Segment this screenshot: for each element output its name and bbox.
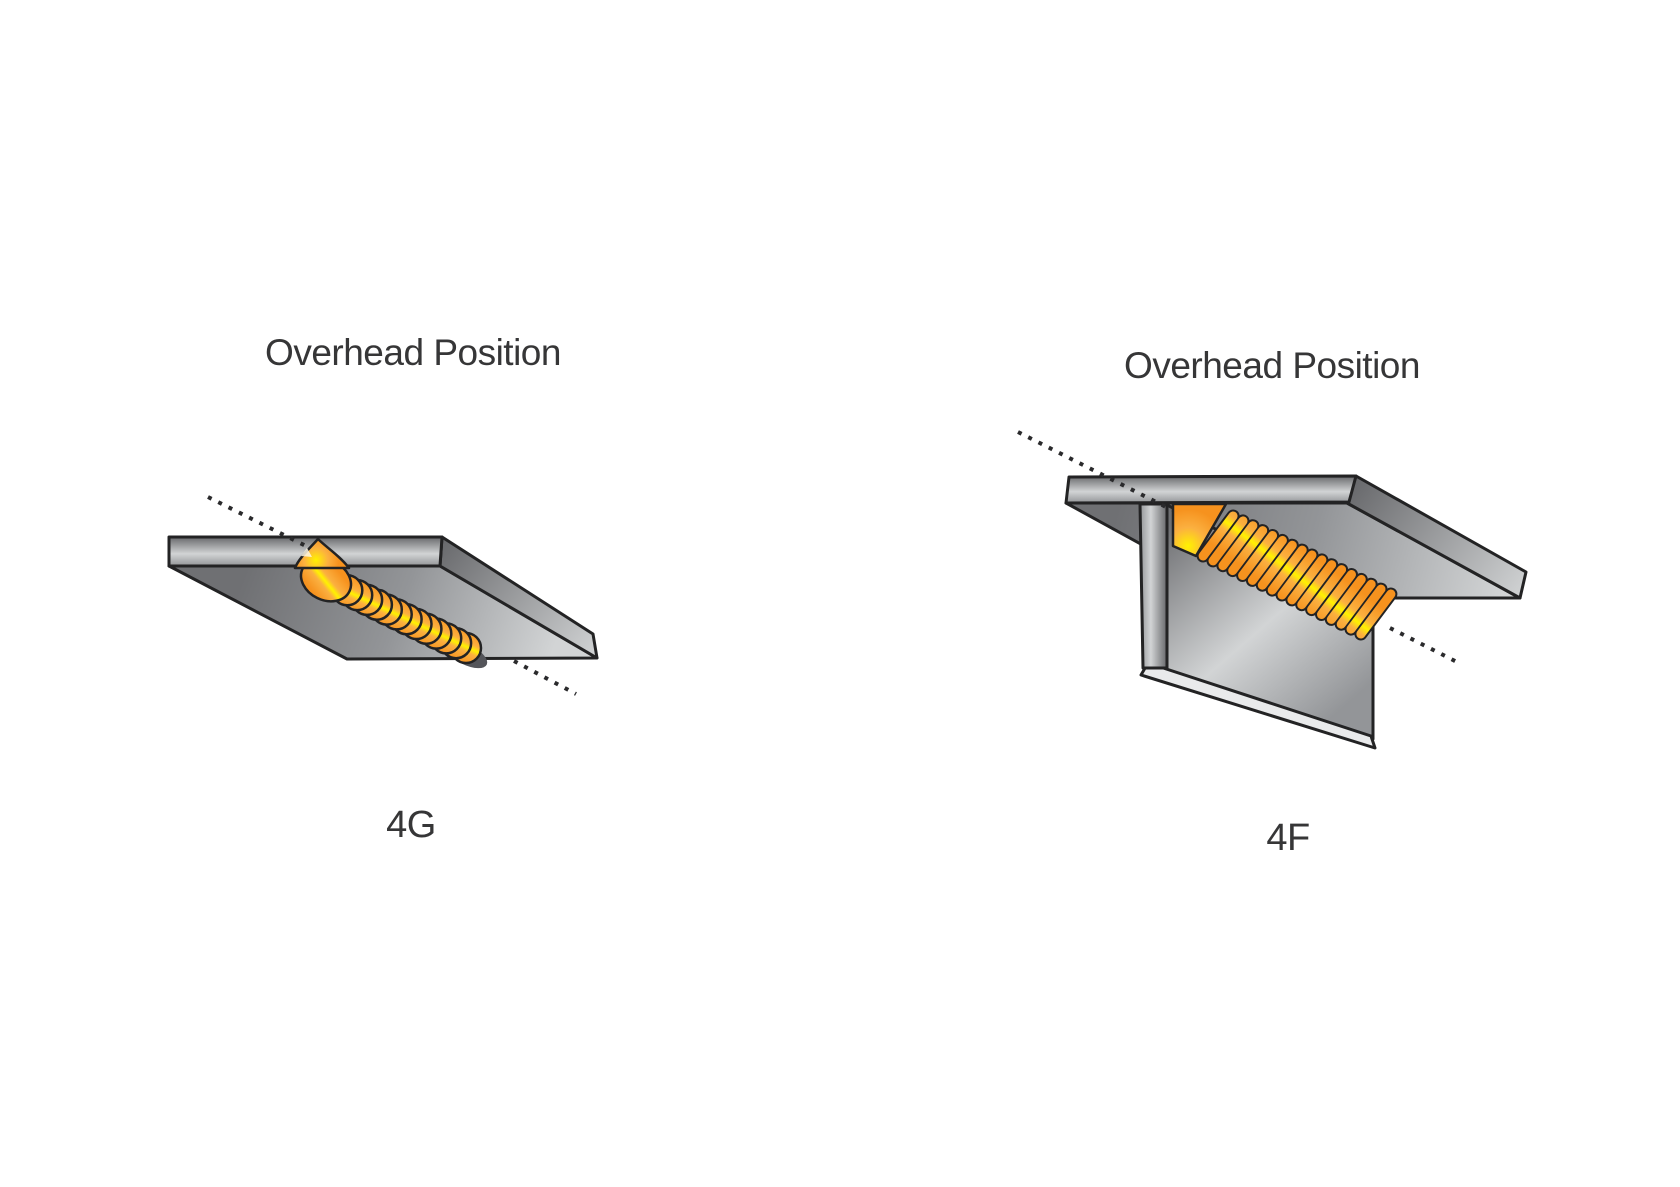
axis-dash-lower [1389,626,1458,664]
figure-4g-title: Overhead Position [265,332,561,373]
axis-dash-upper [207,495,309,549]
weld-axis-dashed-line-4g [207,495,577,696]
figure-4f-label: 4F [1266,817,1310,859]
figure-4g-drawing [167,495,599,696]
figure-4f-drawing [1017,430,1528,750]
axis-dash-lower [513,659,577,696]
weld-face-highlight [301,548,312,557]
fillet-weld-bead [1196,509,1398,641]
groove-weld-face [293,537,351,570]
weld-axis-dashed-line-4f [1017,430,1458,664]
figure-4g-label: 4G [386,804,436,846]
fillet-weld-face [1171,502,1228,558]
figure-4f-title: Overhead Position [1124,345,1420,386]
vertical-plate-front-edge-face [1138,502,1169,670]
vertical-plate-bottom-edge [1139,661,1377,750]
vertical-plate-4f [1138,502,1377,750]
groove-weld-bead [331,574,483,665]
top-plate-front-edge-face [1064,474,1358,505]
